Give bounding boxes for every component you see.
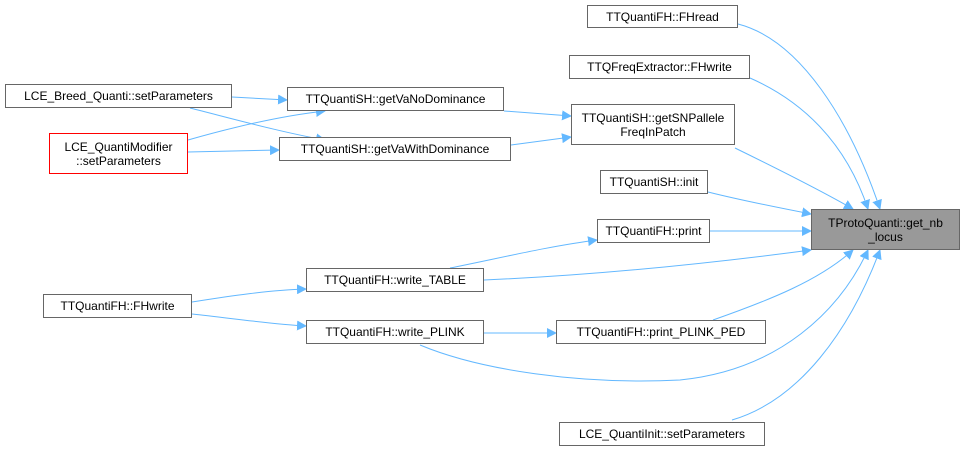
edge-getsnp-to-root xyxy=(734,147,854,210)
edge-write-plink-to-root xyxy=(419,249,869,382)
edge-get-va-nodom-to-getsnp xyxy=(503,110,572,121)
edge-init-setparams-to-root xyxy=(731,249,882,421)
edge-get-va-withdom-to-getsnp xyxy=(510,133,572,146)
node-label-line1: LCE_QuantiModifier xyxy=(64,139,173,154)
node-label: TTQuantiSH::getVaWithDominance xyxy=(300,142,490,156)
node-label-line2: FreqInPatch xyxy=(620,124,686,139)
node-label-line1: TProtoQuanti::get_nb xyxy=(828,215,943,230)
node-label: TTQuantiFH::FHread xyxy=(606,9,719,24)
node-lce-quantimodifier-setparameters[interactable]: LCE_QuantiModifier ::setParameters xyxy=(49,133,188,174)
edge-freq-fhwrite-to-root xyxy=(749,77,870,210)
node-ttquantifh-fhread[interactable]: TTQuantiFH::FHread xyxy=(587,5,738,28)
edge-modifier-to-get-va-withdom xyxy=(187,145,280,156)
node-label: TTQuantiFH::write_TABLE xyxy=(324,273,466,287)
node-ttquantish-getvawithdominance[interactable]: TTQuantiSH::getVaWithDominance xyxy=(279,137,511,161)
node-tprotoquanti-get-nb-locus[interactable]: TProtoQuanti::get_nb _locus xyxy=(811,209,960,250)
edge-fh-fhwrite-to-write-table xyxy=(191,284,307,303)
node-label: TTQuantiSH::getVaNoDominance xyxy=(305,92,486,106)
node-label: LCE_Breed_Quanti::setParameters xyxy=(24,89,213,103)
edge-sh-init-to-root xyxy=(707,191,812,218)
node-label: TTQFreqExtractor::FHwrite xyxy=(587,60,732,74)
edge-modifier-to-get-va-nodom xyxy=(187,107,326,141)
edge-fhread-to-root xyxy=(737,23,882,210)
node-label: LCE_QuantiInit::setParameters xyxy=(578,427,746,441)
node-label: TTQuantiFH::write_PLINK xyxy=(325,325,465,339)
node-lce-breed-quanti-setparameters[interactable]: LCE_Breed_Quanti::setParameters xyxy=(5,84,232,108)
node-lce-quantiinit-setparameters[interactable]: LCE_QuantiInit::setParameters xyxy=(559,422,765,446)
edge-fh-fhwrite-to-write-plink xyxy=(191,313,307,331)
node-label: TTQuantiFH::FHwrite xyxy=(60,299,175,313)
node-label-line2: _locus xyxy=(868,229,903,244)
edge-write-table-to-fh-print xyxy=(449,236,598,269)
node-label-line2: ::setParameters xyxy=(76,153,161,168)
node-label: TTQuantiSH::init xyxy=(609,175,699,189)
node-ttquantish-getsnpallele-freqinpatch[interactable]: TTQuantiSH::getSNPallele FreqInPatch xyxy=(571,104,735,145)
node-ttquantifh-print[interactable]: TTQuantiFH::print xyxy=(597,219,710,243)
edge-breed-to-get-va-withdom xyxy=(189,107,326,144)
node-ttquantifh-print-plink-ped[interactable]: TTQuantiFH::print_PLINK_PED xyxy=(556,320,766,344)
node-ttquantish-init[interactable]: TTQuantiSH::init xyxy=(600,170,708,194)
node-ttqfreqextractor-fhwrite[interactable]: TTQFreqExtractor::FHwrite xyxy=(569,55,750,79)
edge-breed-to-get-va-nodom xyxy=(231,94,288,105)
node-label-line1: TTQuantiSH::getSNPallele xyxy=(581,110,725,125)
node-ttquantish-getvanodominance[interactable]: TTQuantiSH::getVaNoDominance xyxy=(287,87,504,111)
node-label: TTQuantiFH::print xyxy=(605,224,702,238)
node-ttquantifh-write-table[interactable]: TTQuantiFH::write_TABLE xyxy=(306,268,484,292)
node-ttquantifh-write-plink[interactable]: TTQuantiFH::write_PLINK xyxy=(306,320,484,344)
edge-print-plink-ped-to-root xyxy=(712,249,854,321)
node-ttquantifh-fhwrite[interactable]: TTQuantiFH::FHwrite xyxy=(43,294,192,318)
node-label: TTQuantiFH::print_PLINK_PED xyxy=(576,325,746,339)
edge-write-table-to-root xyxy=(483,246,812,281)
